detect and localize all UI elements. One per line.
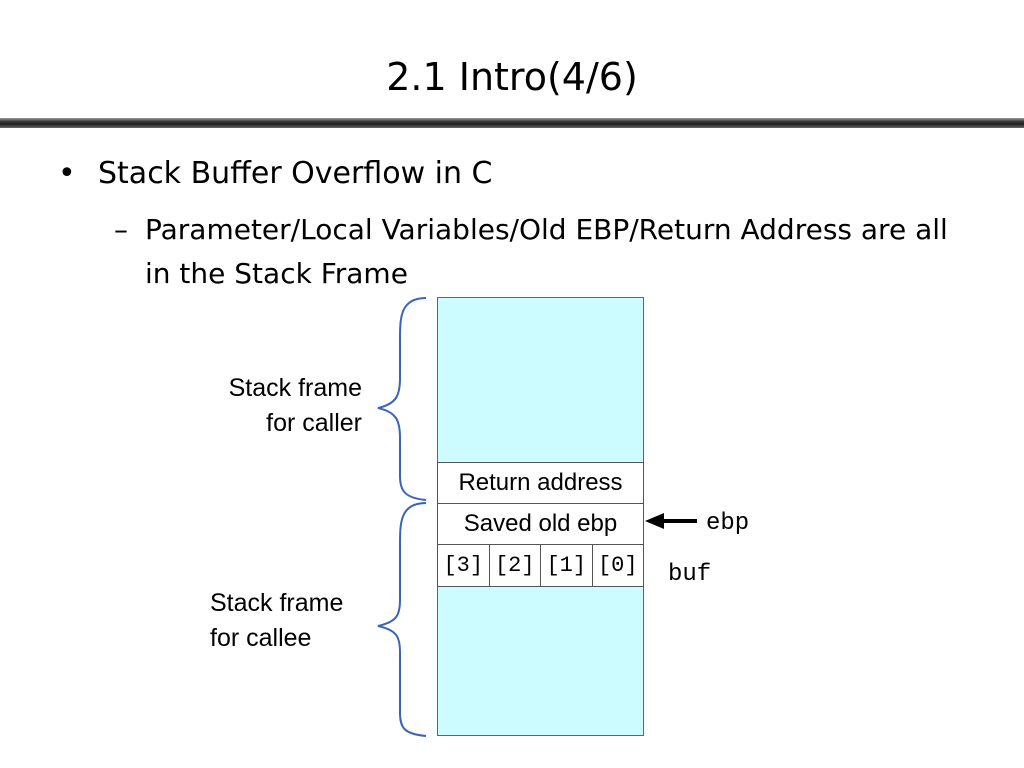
callee-frame-label: Stack frame for callee	[210, 586, 370, 656]
saved-old-ebp-cell: Saved old ebp	[437, 503, 644, 545]
bullet-main: • Stack Buffer Overflow in C	[58, 154, 493, 194]
bullet-main-text: Stack Buffer Overflow in C	[98, 156, 493, 191]
buf-cell-3: [3]	[438, 545, 490, 586]
bullet-marker: •	[58, 156, 76, 191]
buf-pointer-label: buf	[668, 561, 712, 588]
caller-brace-icon	[377, 297, 427, 501]
buf-cell-2: [2]	[490, 545, 541, 586]
buf-cell-1: [1]	[541, 545, 593, 586]
bullet-sub-text: Parameter/Local Variables/Old EBP/Return…	[145, 213, 948, 290]
callee-brace-icon	[377, 502, 427, 737]
bullet-sub: – Parameter/Local Variables/Old EBP/Retu…	[114, 208, 954, 296]
return-address-cell: Return address	[437, 462, 644, 504]
slide-title: 2.1 Intro(4/6)	[386, 55, 638, 99]
callee-frame-label-text: Stack frame for callee	[210, 589, 344, 652]
buf-array-row: [3] [2] [1] [0]	[437, 544, 644, 587]
sub-bullet-marker: –	[114, 213, 128, 246]
buf-cell-0: [0]	[597, 553, 638, 578]
title-rule	[0, 118, 1024, 128]
ebp-pointer-label: ebp	[706, 510, 750, 537]
caller-frame-label: Stack frame for caller	[190, 371, 362, 441]
ebp-arrow-icon	[645, 513, 697, 529]
caller-frame-label-text: Stack frame for caller	[228, 374, 362, 437]
